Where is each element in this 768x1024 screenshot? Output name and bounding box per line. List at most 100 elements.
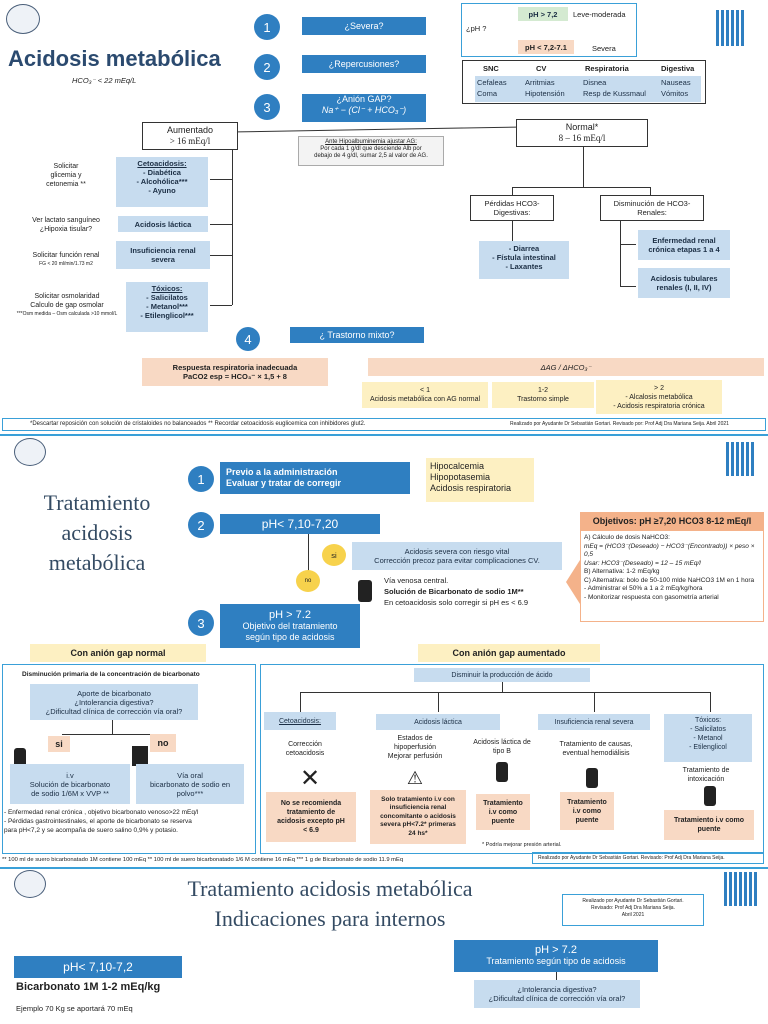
tox-title: Tóxicos: [151, 284, 183, 293]
bicarb-supply-box: Aporte de bicarbonato ¿Intolerancia dige… [30, 684, 198, 720]
delta-lt-1: < 1 Acidosis metabólica con AG normal [362, 382, 488, 408]
renal-bridge: Tratamiento i.v como puente [560, 792, 614, 830]
lactic-acidosis-box: Acidosis láctica [118, 216, 208, 232]
oral-bicarb-box: Vía oral bicarbonato de sodio en polvo**… [136, 764, 244, 804]
normal-gap-notes: - Enfermedad renal crónica , objetivo bi… [4, 808, 254, 835]
ph-severe-box: pH< 7,10-7,2 [14, 956, 182, 978]
step-1-badge: 1 [188, 466, 214, 492]
via-line: Vía venosa central. [384, 576, 449, 585]
target-line: pH > 7.2 [269, 608, 311, 621]
delta-gt-2: > 2 - Alcalosis metabólica - Acidosis re… [596, 380, 722, 414]
step-4-badge: 4 [236, 327, 260, 351]
col-ketoacidosis: Cetoacidosis: [264, 712, 336, 730]
mixed-disorder-question: ¿ Trastorno mixto? [290, 327, 424, 343]
ag-increased-box: Aumentado > 16 mEq/l [142, 122, 238, 150]
perfusion-note: * Podría mejorar presión arterial. [482, 842, 562, 848]
pu-line: Tratamiento [483, 799, 523, 807]
lb-line: insuficiencia renal [389, 804, 447, 812]
req-line: ***Osm medida – Osm calculada >10 mmol/L [16, 311, 118, 317]
severe-risk-box: Acidosis severa con riesgo vital Correcc… [352, 542, 562, 570]
lb-line: concomitante o acidosis [380, 812, 456, 820]
cb-line: tratamiento de [286, 809, 336, 816]
repercussions-table: SNC CV Respiratoria Digestiva Cefaleas A… [462, 60, 706, 104]
l1-line: Estados de [397, 735, 433, 742]
anion-gap-formula: Na⁺ − (Cl⁻ + HCO₃⁻) [321, 105, 407, 115]
ph-high-box: pH > 7.2 Tratamiento según tipo de acido… [454, 940, 658, 972]
pu-line: Tratamiento [567, 798, 607, 806]
bicarb-dose: Bicarbonato 1M 1-2 mEq/kg [16, 981, 161, 993]
l1-line: hipoperfusión [393, 744, 437, 751]
hypoalbuminemia-note: Ante Hipoalbuminemia ajustar AG: Por cad… [298, 136, 444, 166]
lactic-iv-only: Solo tratamiento i.v con insuficiencia r… [370, 790, 466, 844]
normal-gap-header: Con anión gap normal [30, 644, 206, 662]
note-line: - Pérdidas gastrointestinales, el aporte… [4, 818, 192, 825]
aporte-line: Aporte de bicarbonato [77, 688, 151, 698]
d-val: 1-2 [537, 387, 549, 394]
obj-line: - Monitorizar respuesta con gasometría a… [584, 593, 719, 601]
no-label: no [150, 734, 176, 752]
oral-question-box: ¿Intolerancia digestiva? ¿Dificultad clí… [474, 980, 640, 1008]
l1-line: Mejorar perfusión [387, 753, 443, 760]
sev-line: Acidosis severa con riesgo vital [404, 547, 510, 556]
ph-severe-box: pH< 7,10-7,20 [220, 514, 380, 534]
p3-title: Tratamiento acidosis metabólica Indicaci… [140, 874, 520, 934]
col-renal: Insuficiencia renal severa [538, 714, 650, 730]
correct-item: Hipopotasemia [430, 472, 491, 482]
keto-not-recommended: No se recomienda tratamiento de acidosis… [266, 792, 356, 842]
ag-normal-box: Normal* 8 – 16 mEq/l [516, 119, 648, 147]
col-cv: CV [536, 64, 547, 73]
req-line: glicemia y [50, 172, 82, 179]
q-line: ¿Dificultad clínica de corrección vía or… [488, 994, 626, 1003]
anion-gap-label: ¿Anión GAP? [336, 94, 392, 104]
d-val: > 2 [654, 384, 664, 392]
step-2-badge: 2 [254, 54, 280, 80]
renal-failure-box: Insuficiencia renal severa [116, 241, 210, 269]
erc-line: Enfermedad renal [652, 236, 716, 245]
pre-admin-box: Previo a la administración Evaluar y tra… [220, 462, 410, 494]
col-dig: Digestiva [661, 64, 695, 73]
hospital-logo [716, 10, 746, 46]
obj-line: - Administrar el 50% a 1 a 2 mEq/kg/hora [584, 585, 703, 592]
rta-box: Acidosis tubulares renales (I, II, IV) [638, 268, 730, 298]
high-gap-header: Con anión gap aumentado [418, 644, 600, 662]
ag-increased-value: > 16 mEq/l [169, 136, 211, 146]
iv-line: i.v [66, 770, 74, 780]
severe-label: Severa [592, 44, 616, 53]
req-line: cetonemia ** [46, 181, 86, 188]
perd-item: - Diarrea [508, 244, 540, 253]
target-line: según tipo de acidosis [245, 631, 335, 642]
ceto-item: - Ayuno [148, 186, 176, 195]
renal-loss-box: Disminución de HCO3- Renales: [600, 195, 704, 221]
request-renal-function: Solicitar función renal FG < 20 ml/min/1… [18, 251, 114, 269]
pu-line: i.v como [488, 808, 518, 816]
ir-line: Insuficiencia renal [130, 246, 196, 255]
aporte-line: ¿Intolerancia digestiva? [74, 697, 154, 707]
rep-cell: Hipotensión [525, 89, 565, 98]
cross-icon: ✕ [299, 764, 321, 792]
digestive-causes-box: - Diarrea - Fístula intestinal - Laxante… [479, 241, 569, 279]
via-line: En cetoacidosis solo corregir si pH es <… [384, 598, 529, 607]
pu-line: i.v como [572, 807, 602, 815]
pu-line: puente [575, 816, 599, 824]
req-line: Calculo de gap osmolar [30, 302, 104, 309]
rep-cell: Vómitos [661, 89, 689, 98]
col-resp: Respiratoria [585, 64, 629, 73]
cb-line: < 6.9 [303, 827, 319, 834]
iv-line: Solución de bicarbonato [29, 779, 111, 789]
note-line: Por cada 1 g/dl que desciende Alb por [320, 146, 422, 152]
erc-line: crónica etapas 1 a 4 [648, 245, 720, 254]
ir-line: eventual hemodiálisis [562, 750, 630, 757]
pre-line: Evaluar y tratar de corregir [226, 478, 342, 488]
p2-credit: Realizado por Ayudante Dr Sebastián Gort… [538, 855, 725, 861]
page-title: Acidosis metabólica [8, 46, 221, 71]
iv-bicarb-box: i.v Solución de bicarbonato de sodio 1/6… [10, 764, 130, 804]
p1-footnote: *Descartar reposición con solución de cr… [30, 421, 366, 427]
rep-values: Cefaleas Arritmias Disnea Nauseas Coma H… [475, 76, 701, 102]
yes-circle: si [322, 544, 346, 566]
rep-cell: Resp de Kussmaul [583, 89, 646, 98]
credit-line: Realizado por Ayudante Dr Sebastián Gort… [582, 898, 684, 904]
normal-gap-panel [2, 664, 256, 854]
step-2-badge: 2 [188, 512, 214, 538]
oral-line: Vía oral [177, 770, 203, 780]
tox-item: - Salicilatos [146, 293, 188, 302]
